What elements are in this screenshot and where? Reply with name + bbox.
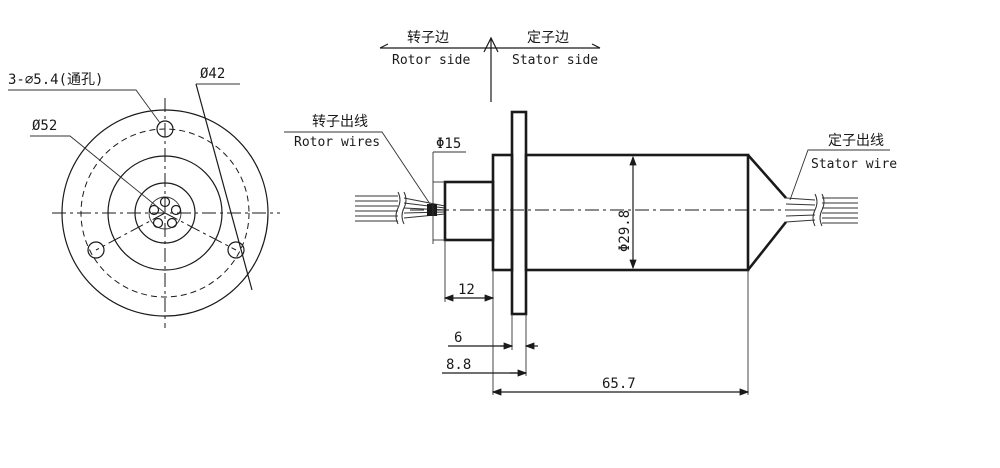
rotor-side-cn: 转子边: [407, 30, 449, 46]
rotor-side-en: Rotor side: [392, 53, 470, 68]
stator-wires-cn: 定子出线: [828, 133, 884, 149]
side-view: 转子出线 Rotor wires 定子出线 Stator wire Φ15 Φ2…: [284, 110, 897, 396]
dim-12-label: 12: [458, 282, 475, 298]
stator-wires-leader: [789, 149, 890, 201]
d42-dim-line: [195, 83, 253, 291]
stator-side-en: Stator side: [512, 53, 598, 68]
dim-657-label: 65.7: [602, 376, 636, 392]
rotor-wires-en: Rotor wires: [294, 135, 380, 150]
main-body: [524, 153, 750, 272]
stator-side-cn: 定子边: [527, 30, 569, 46]
dim-88-label: 8.8: [446, 357, 471, 373]
front-view: 3-⌀5.4(通孔) Ø42 Ø52: [8, 66, 280, 328]
d42-label: Ø42: [200, 66, 225, 82]
rotor-shaft: [443, 180, 495, 242]
bolt-hole-left: [87, 241, 105, 259]
rotor-wires-cn: 转子出线: [312, 114, 368, 130]
body-front: [491, 153, 514, 272]
rotor-wires-leader: [284, 131, 431, 205]
dim-6-label: 6: [454, 330, 462, 346]
flange: [510, 110, 528, 316]
d52-label: Ø52: [32, 118, 57, 134]
phi298-label: Φ29.8: [617, 210, 633, 252]
d52-leader: [30, 135, 166, 214]
side-indicator: 转子边 Rotor side 定子边 Stator side: [379, 30, 601, 102]
rotor-wires: [355, 191, 446, 225]
holes-leader: [8, 89, 161, 124]
phi15-label: Φ15: [436, 136, 461, 152]
bolt-hole-right: [227, 241, 245, 259]
holes-label: 3-⌀5.4(通孔): [8, 72, 103, 88]
stator-wires: [785, 193, 858, 227]
stator-wires-en: Stator wire: [811, 157, 897, 172]
taper-bottom: [746, 221, 788, 271]
taper-top: [747, 154, 787, 199]
